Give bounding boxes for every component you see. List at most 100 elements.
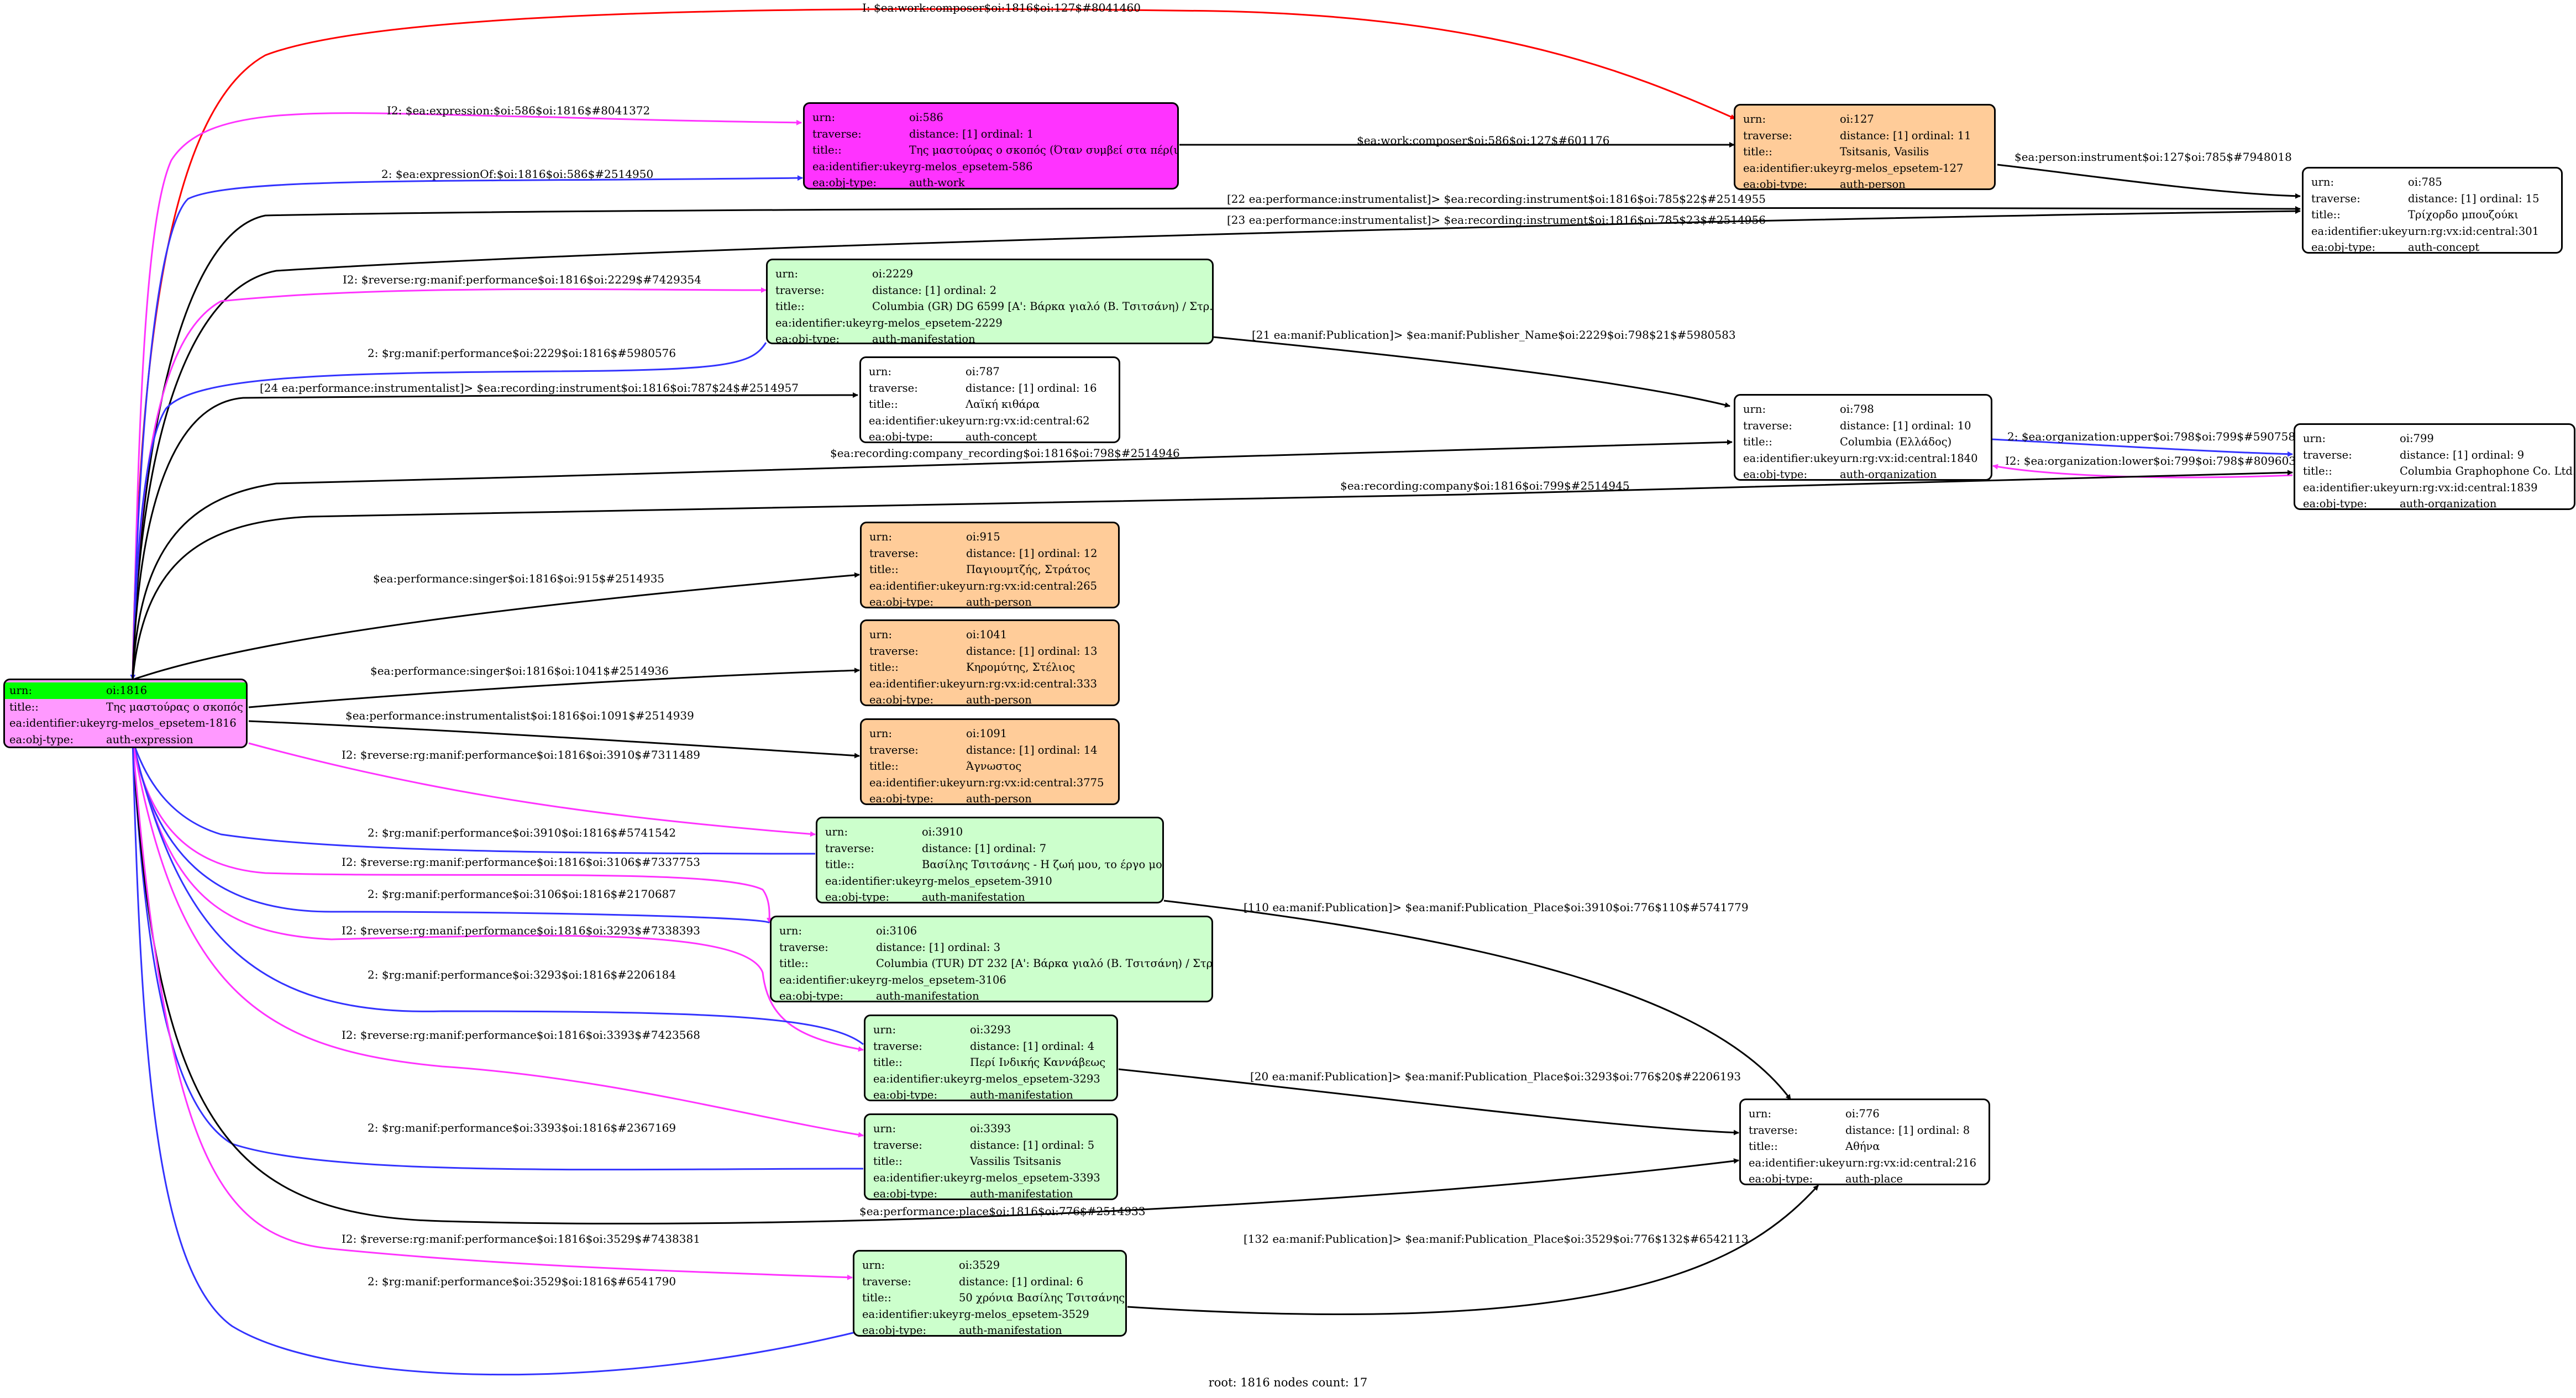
- node-value: auth-person: [966, 693, 1032, 706]
- node-value: distance: [1] ordinal: 8: [1845, 1123, 1970, 1137]
- node-value: oi:586: [909, 111, 943, 124]
- node-value: auth-manifestation: [959, 1324, 1062, 1337]
- node-key: urn:: [775, 267, 799, 280]
- edge-21: [1213, 336, 1730, 408]
- node-value: auth-person: [966, 596, 1032, 608]
- node-value: urn:rg:vx:id:central:62: [966, 414, 1090, 427]
- node-key: ea:identifier:ukey: [869, 414, 965, 427]
- node-key: ea:identifier:ukey: [779, 973, 875, 986]
- edge-label-composer-main: I: $ea:work:composer$oi:1816$oi:127$#804…: [862, 1, 1141, 14]
- node-value: Κηρομύτης, Στέλιος: [966, 661, 1075, 674]
- node-key: title::: [873, 1155, 903, 1168]
- node-key: title::: [862, 1291, 891, 1304]
- node-key: traverse:: [775, 283, 825, 297]
- node-value: rg-melos_epsetem-586: [909, 160, 1033, 173]
- node-key: urn:: [869, 365, 892, 378]
- node-value: oi:3529: [959, 1259, 1000, 1271]
- node-row: urn:oi:3293: [873, 1022, 1109, 1038]
- edge-label-singer-1041: $ea:performance:singer$oi:1816$oi:1041$#…: [370, 664, 669, 677]
- node-key: ea:obj-type:: [2311, 241, 2376, 254]
- node-row: title::Της μαστούρας ο σκοπός (Όταν συμβ…: [812, 142, 1177, 159]
- node-value: urn:rg:vx:id:central:333: [966, 677, 1098, 690]
- node-key: title::: [1743, 435, 1772, 448]
- edge-lower: [1992, 464, 2293, 479]
- node-row: title::Τρίχορδο μπουζούκι: [2311, 207, 2553, 223]
- node-row: ea:obj-type:auth-manifestation: [775, 331, 1204, 343]
- node-row: traverse:distance: [1] ordinal: 3: [779, 939, 1204, 956]
- node-key: urn:: [2303, 432, 2326, 445]
- node-key: urn:: [779, 924, 802, 937]
- node-row: title::Της μαστούρας ο σκοπός: [9, 699, 243, 716]
- edge-label-23: [23 ea:performance:instrumentalist]> $ea…: [1227, 213, 1766, 227]
- node-row: urn:oi:776: [1749, 1106, 1981, 1122]
- edge-rev-3293: [132, 740, 864, 1052]
- node-key: ea:identifier:ukey: [2303, 481, 2399, 494]
- node-value: oi:799: [2400, 432, 2434, 445]
- edge-label-rev-2229: I2: $reverse:rg:manif:performance$oi:181…: [343, 273, 701, 286]
- node-key: traverse:: [862, 1275, 911, 1288]
- node-row: traverse:distance: [1] ordinal: 14: [869, 742, 1110, 759]
- edge-label-expression-reverse: I2: $ea:expression:$oi:586$oi:1816$#8041…: [387, 104, 650, 117]
- edge-132: [1127, 1184, 1819, 1316]
- node-row: title::Παγιουμτζής, Στράτος: [869, 561, 1110, 578]
- node-row: title::Columbia (TUR) DT 232 [A': Βάρκα …: [779, 955, 1211, 972]
- edge-label-rev-3529: I2: $reverse:rg:manif:performance$oi:181…: [342, 1232, 700, 1245]
- node-row: traverse:distance: [1] ordinal: 16: [869, 380, 1111, 397]
- node-value: Αθήνα: [1845, 1140, 1880, 1153]
- node-key: ea:obj-type:: [873, 1089, 938, 1101]
- edge-place: [132, 740, 1739, 1224]
- node-value: distance: [1] ordinal: 6: [959, 1275, 1084, 1288]
- node-key: ea:identifier:ukey: [862, 1307, 958, 1321]
- edge-rev-3106: [132, 740, 773, 923]
- node-row: title::Tsitsanis, Vasilis: [1743, 144, 1986, 160]
- node-value: distance: [1] ordinal: 13: [966, 644, 1098, 658]
- node-key: ea:obj-type:: [869, 693, 934, 706]
- edge-singer-1041: [248, 668, 860, 708]
- node-key: title::: [2303, 465, 2332, 477]
- node-value: distance: [1] ordinal: 4: [970, 1039, 1095, 1053]
- node-key: traverse:: [869, 743, 919, 756]
- edge-label-work-composer: $ea:work:composer$oi:586$oi:127$#601176: [1357, 134, 1610, 147]
- node-value: auth-manifestation: [922, 891, 1025, 903]
- node-value: oi:3393: [970, 1122, 1011, 1135]
- node-value: rg-melos_epsetem-3293: [970, 1072, 1100, 1085]
- node-key: urn:: [869, 628, 893, 641]
- edge-label-24: [24 ea:performance:instrumentalist]> $ea…: [260, 381, 799, 395]
- node-value: Της μαστούρας ο σκοπός: [106, 700, 243, 713]
- node-1816[interactable]: urn:oi:1816 title::Της μαστούρας ο σκοπό…: [3, 679, 248, 748]
- node-value: auth-concept: [966, 430, 1037, 443]
- edge-label-20: [20 ea:manif:Publication]> $ea:manif:Pub…: [1250, 1070, 1741, 1083]
- node-row: ea:obj-type:auth-manifestation: [779, 988, 1204, 1001]
- node-key: title::: [873, 1056, 903, 1069]
- node-value: distance: [1] ordinal: 12: [966, 546, 1098, 560]
- edge-label-rev-3293: I2: $reverse:rg:manif:performance$oi:181…: [342, 924, 700, 937]
- node-value: rg-melos_epsetem-1816: [106, 717, 237, 729]
- edge-label-fwd-3106: 2: $rg:manif:performance$oi:3106$oi:1816…: [368, 887, 676, 901]
- node-value: rg-melos_epsetem-3393: [970, 1171, 1100, 1184]
- edge-label-singer-915: $ea:performance:singer$oi:1816$oi:915$#2…: [373, 572, 665, 585]
